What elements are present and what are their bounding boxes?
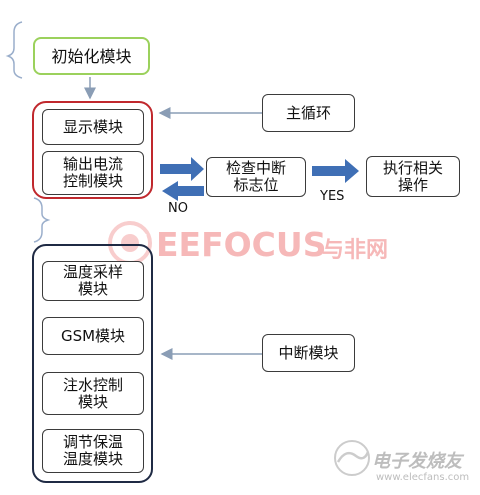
interrupt-group-frame <box>32 244 153 483</box>
temp-sampling-module-box: 温度采样 模块 <box>42 261 144 301</box>
eefocus-watermark: EEFOCUS <box>156 225 327 264</box>
elecfans-watermark: 电子发烧友 <box>372 451 462 472</box>
display-module-label: 显示模块 <box>62 117 123 136</box>
yes-label: YES <box>320 189 345 204</box>
gsm-module-label: GSM模块 <box>60 326 126 345</box>
init-module-label: 初始化模块 <box>51 46 132 66</box>
main-loop-callout: 主循环 <box>262 94 355 132</box>
check-interrupt-label: 检查中断 标志位 <box>225 159 286 194</box>
eefocus-cn-watermark: 与非网 <box>322 238 389 263</box>
temp-keep-module-box: 调节保温 温度模块 <box>42 429 144 473</box>
execute-action-label: 执行相关 操作 <box>382 158 443 194</box>
execute-action-box: 执行相关 操作 <box>366 156 460 197</box>
display-module-box: 显示模块 <box>42 109 144 145</box>
temp-sampling-module-label: 温度采样 模块 <box>62 263 123 298</box>
no-label: NO <box>168 201 188 216</box>
middle-bracket <box>33 197 51 243</box>
current-control-module-label: 输出电流 控制模块 <box>62 155 123 190</box>
top-bracket <box>5 21 23 79</box>
temp-keep-module-label: 调节保温 温度模块 <box>62 433 123 468</box>
gsm-module-box: GSM模块 <box>42 317 144 355</box>
water-control-module-box: 注水控制 模块 <box>42 372 144 415</box>
interrupt-module-callout: 中断模块 <box>262 334 355 372</box>
to-check-arrow <box>160 157 204 181</box>
water-control-module-label: 注水控制 模块 <box>62 375 123 411</box>
init-module-box: 初始化模块 <box>33 37 150 75</box>
yes-arrow <box>312 159 359 183</box>
main-loop-group-frame <box>32 101 153 199</box>
main-loop-label: 主循环 <box>285 103 331 122</box>
no-return-arrow <box>162 181 204 201</box>
elecfans-logo-icon <box>334 440 370 476</box>
check-interrupt-box: 检查中断 标志位 <box>206 157 306 197</box>
elecfans-url-watermark: www.elecfans.com <box>376 472 470 483</box>
interrupt-module-label: 中断模块 <box>278 343 339 362</box>
current-control-module-box: 输出电流 控制模块 <box>42 151 144 195</box>
